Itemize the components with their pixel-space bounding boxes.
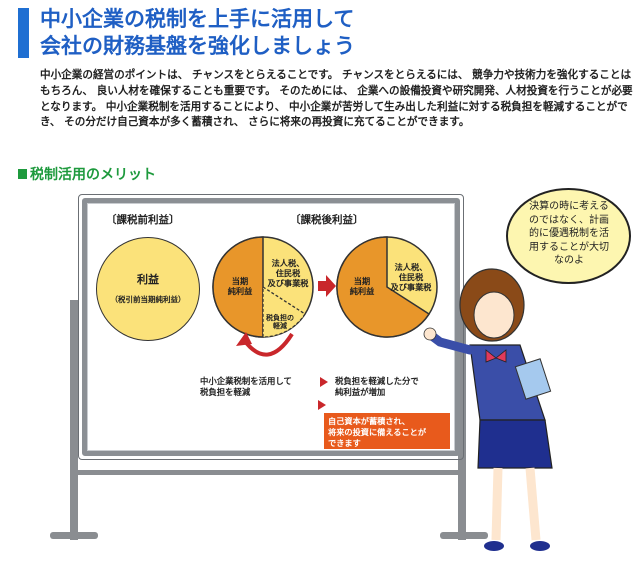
face [473, 291, 515, 339]
section-bullet-icon [18, 169, 27, 179]
board-stand-left [70, 300, 78, 540]
skirt [477, 419, 553, 469]
page-title-line1: 中小企業の税制を上手に活用して [40, 7, 355, 31]
section-header: 税制活用のメリット [18, 164, 156, 184]
page-title-line2: 会社の財務基盤を強化しましょう [40, 34, 355, 58]
bow-tie [485, 349, 507, 363]
hair [459, 268, 525, 342]
profit-title: 利益 [137, 273, 159, 286]
note-reduce-tax: 中小企業税制を活用して 税負担を軽減 [200, 376, 292, 397]
board-stand-right [458, 300, 466, 540]
board-stand-bar [78, 470, 458, 475]
title-accent-bar [18, 8, 29, 58]
section-title: 税制活用のメリット [30, 167, 156, 183]
pie1-left-label: 当期 純利益 [227, 276, 253, 296]
page-title: 中小企業の税制を上手に活用して 会社の財務基盤を強化しましょう [40, 6, 355, 60]
before-tax-label: 〔課税前利益〕 [106, 214, 180, 226]
board-stand-right-foot [440, 532, 488, 539]
folder [514, 358, 552, 400]
body-suit [469, 344, 546, 421]
leg-left [491, 467, 503, 541]
profit-subtitle: （税引前当期純利益） [110, 295, 186, 304]
arrow-right-small-icon [320, 377, 328, 387]
note-net-profit-increase: 税負担を軽減した分で 純利益が増加 [335, 376, 419, 397]
pie1-bottom-label: 税負担の 軽減 [266, 314, 294, 330]
shoe-left [484, 541, 504, 551]
result-box: 自己資本が蓄積され、 将来の投資に備えることが できます [324, 413, 450, 449]
profit-circle [96, 237, 200, 341]
after-tax-label: 〔課税後利益〕 [290, 214, 364, 226]
intro-paragraph: 中小企業の経営のポイントは、 チャンスをとらえることです。 チャンスをとらえるに… [40, 69, 633, 129]
speech-bubble-text: 決算の時に考える のではなく、計画 的に優遇税制を活 用することが大切 なのよ [529, 201, 609, 266]
speech-bubble [506, 188, 631, 284]
board-stand-left-foot [50, 532, 98, 539]
arrow-right-small-2-icon [318, 400, 326, 410]
pie2-left-label: 当期 純利益 [349, 276, 375, 296]
pie1-right-label: 法人税、 住民税 及び事業税 [267, 258, 309, 288]
shoe-right [530, 541, 550, 551]
pie2-right-label: 法人税、 住民税 及び事業税 [390, 262, 432, 292]
leg-right [525, 467, 541, 541]
